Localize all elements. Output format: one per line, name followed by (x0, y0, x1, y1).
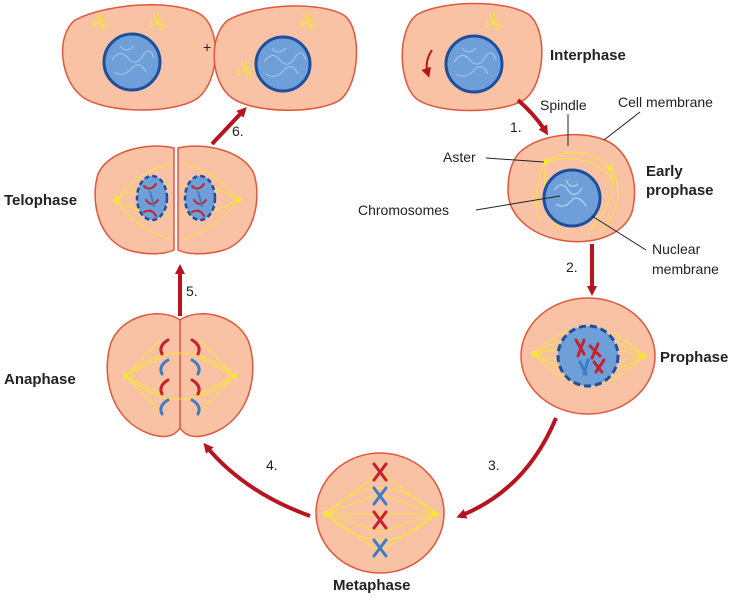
chromatin (453, 47, 497, 77)
cytoplasm (315, 452, 445, 574)
arrow-step-1 (516, 98, 549, 136)
leader-chromosomes (475, 195, 561, 211)
spindle-fibers (325, 471, 437, 553)
centrosome (235, 11, 319, 81)
chromosomes (143, 183, 207, 217)
arrow-step-6 (210, 107, 247, 146)
phase-label-metaphase: Metaphase (333, 577, 411, 594)
phase-label-interphase: Interphase (550, 47, 626, 64)
aster (231, 373, 237, 379)
aster (531, 351, 537, 357)
rotation-arrow (421, 49, 433, 78)
step-2: 2. (566, 259, 578, 275)
aster (113, 197, 119, 203)
step-1: 1. (510, 119, 522, 135)
label-chromosomes: Chromosomes (358, 202, 449, 218)
aster (433, 511, 439, 517)
telophase-cell (94, 145, 258, 255)
aster (607, 165, 613, 171)
label-nuclear-membrane-2: membrane (652, 261, 719, 277)
phase-label-early-prophase-2: prophase (646, 182, 714, 199)
nucleus (542, 168, 602, 228)
phase-label-anaphase: Anaphase (4, 371, 76, 388)
prophase-cell (520, 297, 656, 415)
step-3: 3. (488, 457, 500, 473)
aster (641, 353, 647, 359)
arrow-step-4 (203, 442, 311, 518)
spindle-fibers (535, 151, 619, 233)
cytoplasm-right (177, 145, 258, 255)
chromosome-threads (553, 179, 587, 207)
cytoplasm-left (94, 145, 175, 255)
chromosomes (372, 462, 388, 558)
daughter-cell-right (213, 5, 358, 111)
step-5: 5. (186, 283, 198, 299)
early-prophase-cell (507, 133, 636, 243)
chromosomes (159, 338, 201, 416)
aster (543, 159, 549, 165)
aster (235, 197, 241, 203)
label-spindle: Spindle (540, 97, 587, 113)
step-6: 6. (232, 123, 244, 139)
label-aster: Aster (443, 149, 476, 165)
chromosomes (574, 338, 606, 376)
phase-label-prophase: Prophase (660, 349, 728, 366)
aster (123, 373, 129, 379)
leader-aster (485, 157, 545, 163)
step-4: 4. (266, 457, 278, 473)
centrosome (89, 11, 169, 33)
plus-sign: + (203, 39, 211, 55)
metaphase-cell (315, 452, 445, 574)
phase-label-early-prophase-1: Early (646, 163, 683, 180)
spindle-fibers (125, 339, 235, 413)
chromatin (111, 45, 155, 75)
anaphase-cell (106, 313, 254, 438)
aster (323, 511, 329, 517)
leader-nuclear-membrane (591, 215, 647, 251)
label-cell-membrane: Cell membrane (618, 94, 713, 110)
leader-cell-membrane (603, 111, 641, 141)
arrow-step-3 (456, 417, 558, 519)
daughter-cell-left (61, 4, 217, 111)
nucleus (254, 35, 312, 93)
chromatin (263, 47, 307, 77)
interphase-cell (401, 2, 543, 112)
phase-label-telophase: Telophase (4, 192, 77, 209)
nucleus (556, 324, 620, 388)
label-nuclear-membrane-1: Nuclear (652, 241, 701, 257)
centrosome (483, 11, 505, 33)
